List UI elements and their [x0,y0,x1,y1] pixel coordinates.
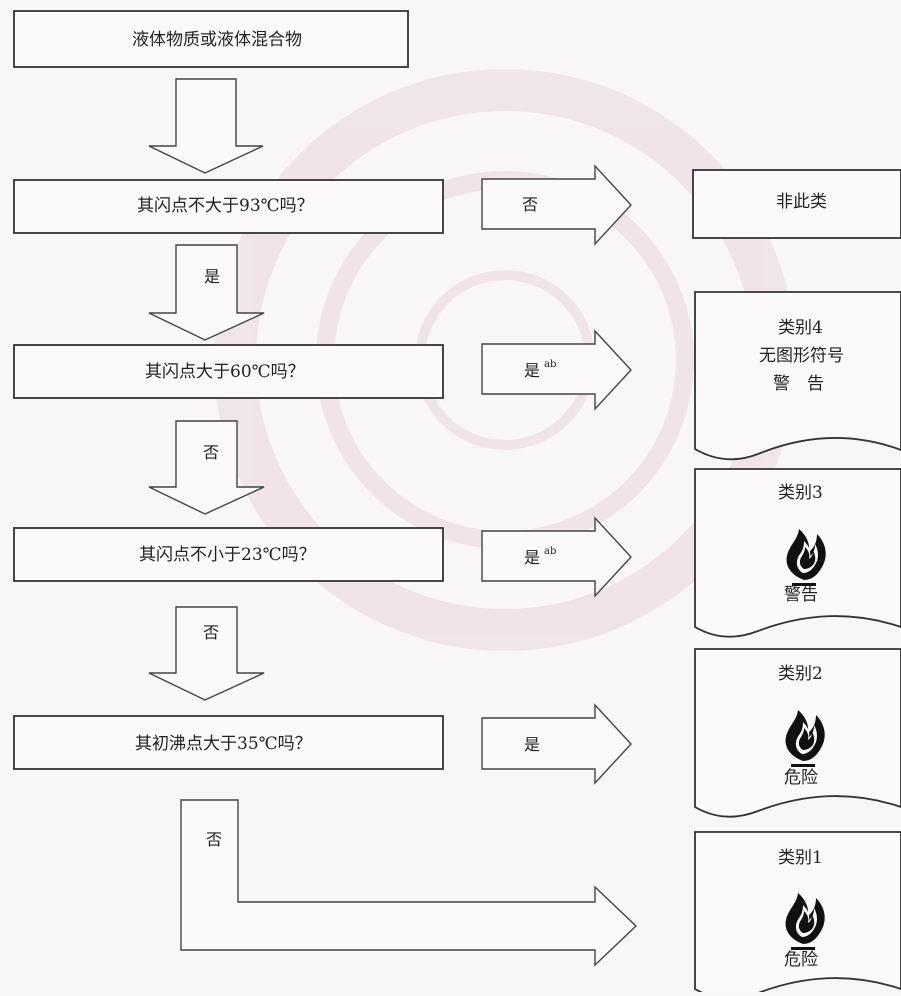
down-arrow-2 [148,244,265,341]
result-category-3-title: 类别3 [778,483,823,503]
bottom-arrow-label: 否 [206,830,222,849]
question-label-1: 其闪点不大于93℃吗？ [137,196,314,216]
right-arrow-4 [481,703,632,785]
right-arrow-3 [481,516,632,598]
question-node-2 [13,344,444,399]
result-category-3-signal: 警告 [784,585,818,605]
right-arrow-1 [481,164,632,246]
bottom-bent-arrow [180,799,638,967]
down-arrow-label-2: 是 [204,267,220,286]
result-category-2-signal: 危险 [784,768,818,788]
question-node-1 [13,179,444,234]
result-category-1-title: 类别1 [778,848,823,868]
flame-icon [785,710,825,767]
result-category-1-signal: 危险 [784,950,818,970]
result-node-category-4 [694,291,901,461]
start-node-label: 液体物质或液体混合物 [132,30,302,50]
result-category-2-title: 类别2 [778,664,823,684]
result-category-4-no-pictogram: 无图形符号 [759,346,844,366]
question-node-3 [13,527,444,582]
down-arrow-label-4: 否 [203,623,219,642]
flame-icon [785,893,825,950]
down-arrow-label-3: 否 [203,443,219,462]
start-node [13,10,409,68]
down-arrow-4 [148,606,265,701]
down-arrow-3 [148,420,265,515]
right-arrow-2 [481,329,632,411]
down-arrow-1 [148,78,264,174]
result-category-4-title: 类别4 [778,318,823,338]
right-arrow-superscript-2: ab [544,359,556,370]
right-arrow-label-3: 是 [524,548,540,567]
question-label-3: 其闪点不小于23℃吗？ [139,545,316,565]
result-category-4-signal: 警 告 [773,374,824,394]
right-arrow-label-1: 否 [522,195,538,214]
right-arrow-label-2: 是 [524,361,540,380]
result-label-not-class: 非此类 [776,192,827,212]
result-node-not-class [692,169,901,239]
flame-icon [786,529,826,586]
question-label-2: 其闪点大于60℃吗？ [145,362,305,382]
question-node-4 [13,715,444,770]
question-label-4: 其初沸点大于35℃吗？ [135,734,312,754]
right-arrow-superscript-3: ab [544,546,556,557]
right-arrow-label-4: 是 [524,735,540,754]
